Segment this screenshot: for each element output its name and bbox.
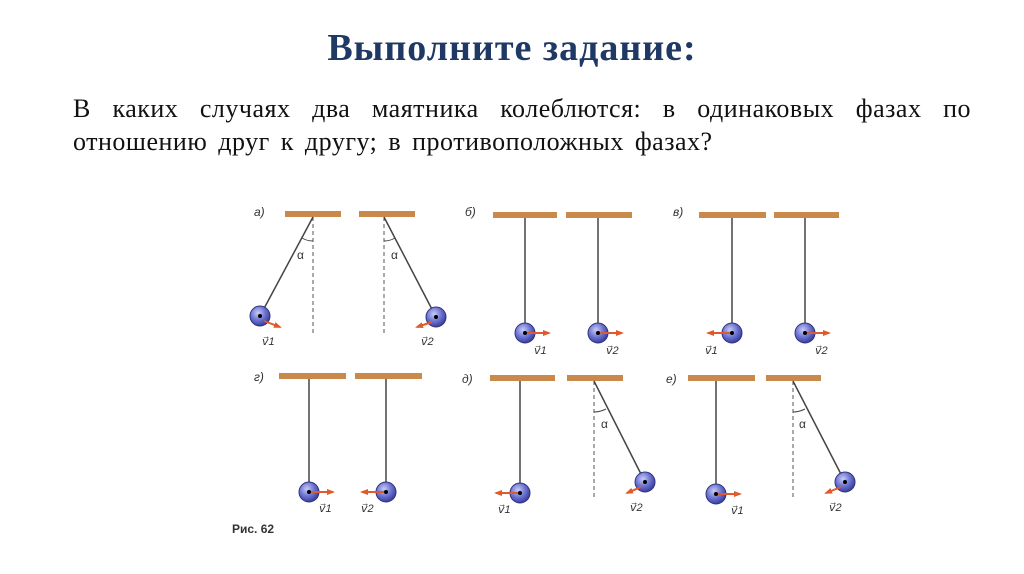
velocity-label-2: v⃗2 bbox=[829, 502, 842, 514]
velocity-label-1: v⃗1 bbox=[705, 345, 718, 357]
question-text: В каких случаях два маятника колеблются:… bbox=[73, 94, 971, 156]
support-bar bbox=[279, 373, 346, 379]
panel-b: v⃗1 v⃗2 bbox=[493, 212, 632, 357]
support-bar bbox=[688, 375, 755, 381]
panel-label-d: д) bbox=[462, 372, 473, 386]
panel-e: α v⃗1 v⃗2 bbox=[688, 375, 856, 517]
support-bar bbox=[285, 211, 341, 217]
velocity-label-2: v⃗2 bbox=[361, 503, 374, 515]
panel-v: v⃗1 v⃗2 bbox=[699, 212, 839, 357]
velocity-label-2: v⃗2 bbox=[630, 502, 643, 514]
panel-g: v⃗1 v⃗2 bbox=[279, 373, 422, 515]
support-bar bbox=[566, 212, 632, 218]
velocity-label-1: v⃗1 bbox=[319, 503, 332, 515]
support-bar bbox=[490, 375, 555, 381]
support-bar bbox=[699, 212, 766, 218]
panel-label-e: е) bbox=[666, 372, 677, 386]
velocity-label-1: v⃗1 bbox=[262, 336, 275, 348]
support-bar bbox=[355, 373, 422, 379]
angle-label: α bbox=[297, 248, 304, 262]
support-bar bbox=[493, 212, 557, 218]
support-bar bbox=[766, 375, 821, 381]
angle-label: α bbox=[799, 417, 806, 431]
figure-caption: Рис. 62 bbox=[232, 522, 275, 536]
panel-label-v: в) bbox=[673, 205, 683, 219]
panel-a: α α v⃗1 v⃗2 bbox=[249, 211, 447, 348]
angle-label: α bbox=[601, 417, 608, 431]
panel-d: α v⃗1 v⃗2 bbox=[490, 375, 656, 516]
velocity-label-2: v⃗2 bbox=[815, 345, 828, 357]
panel-label-b: б) bbox=[465, 205, 476, 219]
support-bar bbox=[774, 212, 839, 218]
angle-label: α bbox=[391, 248, 398, 262]
velocity-label-2: v⃗2 bbox=[421, 336, 434, 348]
support-bar bbox=[359, 211, 415, 217]
panel-label-a: а) bbox=[254, 205, 265, 219]
velocity-label-1: v⃗1 bbox=[498, 504, 511, 516]
slide-title: Выполните задание: bbox=[327, 27, 697, 69]
velocity-label-2: v⃗2 bbox=[606, 345, 619, 357]
panel-label-g: г) bbox=[254, 370, 264, 384]
velocity-label-1: v⃗1 bbox=[534, 345, 547, 357]
support-bar bbox=[567, 375, 623, 381]
velocity-label-1: v⃗1 bbox=[731, 505, 744, 517]
